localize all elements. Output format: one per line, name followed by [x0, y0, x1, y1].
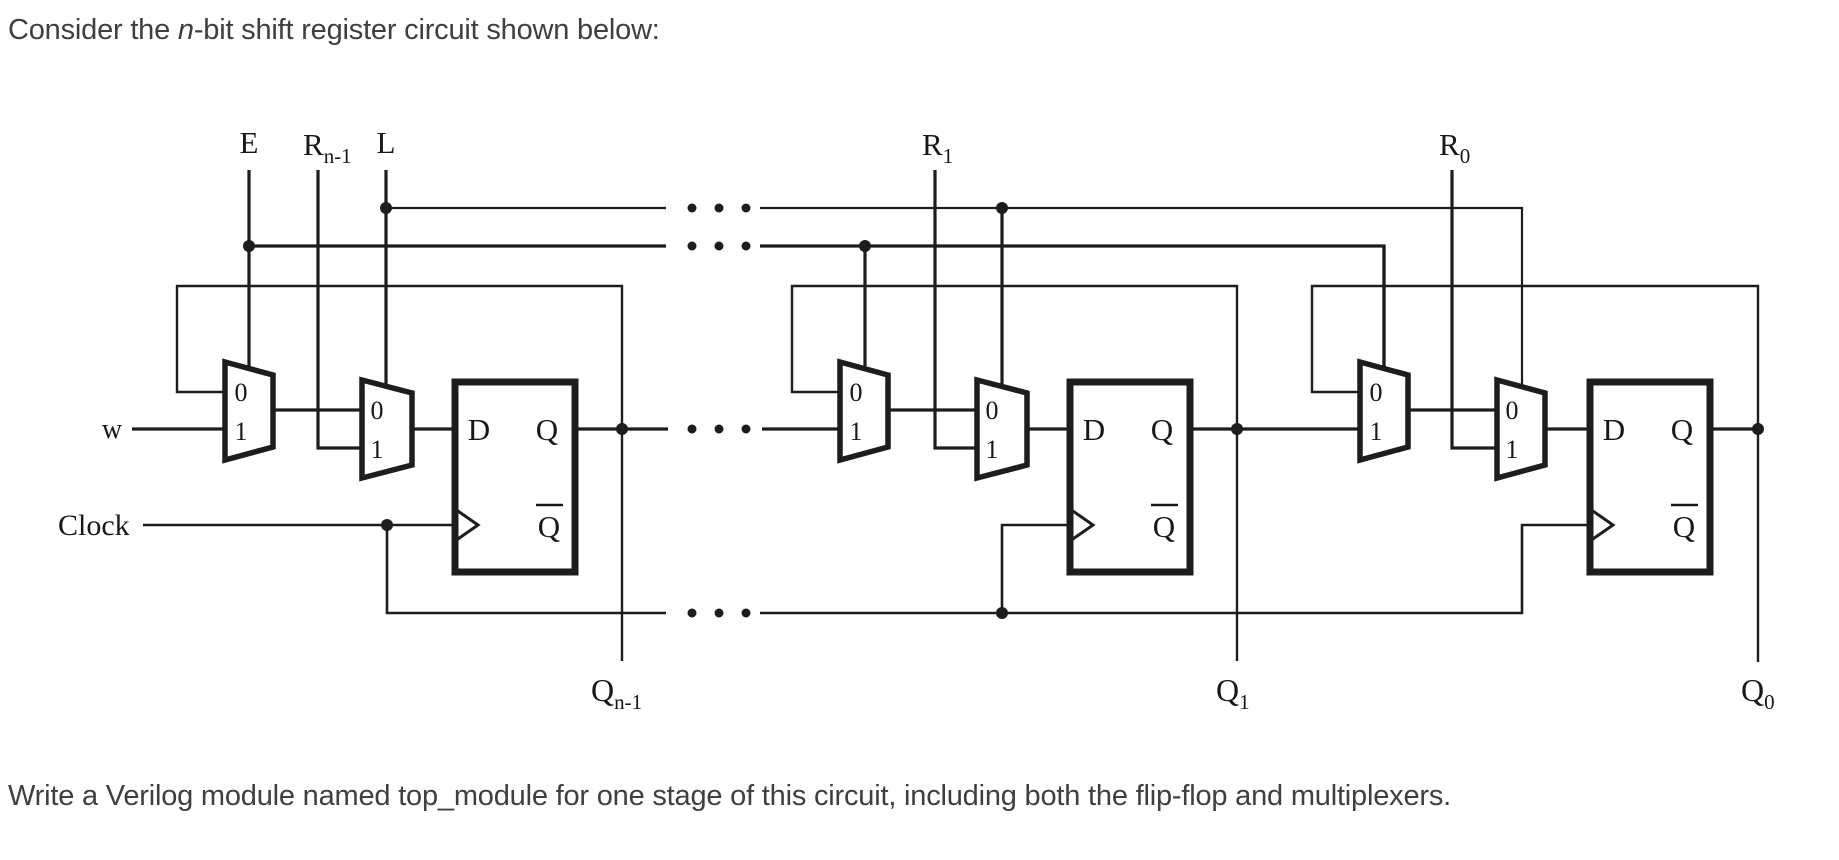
ellipsis-dot: [741, 241, 751, 251]
r-msb-label: Rn-1: [303, 127, 352, 168]
junction-dot: [1231, 423, 1243, 435]
ellipsis-dot: [714, 241, 724, 251]
ff-q-label: Q: [1671, 412, 1693, 447]
mux-input0-label: 0: [1370, 378, 1383, 407]
load-bus-wire: [386, 206, 1524, 386]
stage-0: 0 1 0 1 D Q Q Q0: [1310, 170, 1775, 714]
load-mux: [974, 376, 1030, 482]
mux-input1-label: 1: [850, 417, 863, 446]
ellipsis-dot: [687, 203, 697, 213]
junction-dot: [380, 202, 392, 214]
mux-input1-label: 1: [1370, 417, 1383, 446]
mux-input0-label: 0: [986, 396, 999, 425]
enable-bus-wire: [249, 244, 1386, 369]
q0-output-label: Q0: [1741, 672, 1775, 714]
signal-labels: E Rn-1 L R1 R0 w Clock: [58, 125, 1470, 542]
ellipsis-dot: [687, 608, 697, 618]
stage-1: 0 1 0 1 D Q Q Q1: [762, 170, 1360, 714]
load-label: L: [377, 125, 396, 160]
enable-mux: [837, 358, 891, 464]
ellipsis-dots: [687, 203, 751, 618]
enable-mux: [222, 358, 276, 464]
d-flipflop: [451, 378, 579, 576]
ff-d-label: D: [1083, 412, 1105, 447]
intro-variable-n: n: [177, 14, 194, 46]
clock-edge-icon: [454, 507, 481, 543]
ff-d-label: D: [1603, 412, 1625, 447]
parallel-input-wire: [1450, 170, 1497, 450]
stage-msb: 0 1 0 1 D Q Q Qn-1: [132, 170, 668, 714]
ellipsis-dot: [741, 608, 751, 618]
mux-input1-label: 1: [1506, 435, 1519, 464]
ellipsis-dot: [714, 424, 724, 434]
enable-mux: [1357, 358, 1411, 464]
parallel-input-wire: [933, 170, 977, 450]
ellipsis-dot: [687, 241, 697, 251]
r0-label: R0: [1439, 127, 1470, 168]
ff-qbar-label: Q: [538, 509, 560, 544]
feedback-wire: [175, 284, 624, 661]
mux-input1-label: 1: [235, 417, 248, 446]
ellipsis-dot: [741, 424, 751, 434]
q1-output-label: Q1: [1216, 672, 1250, 714]
mux-input0-label: 0: [850, 378, 863, 407]
serial-input-label: w: [102, 414, 123, 445]
ff-q-label: Q: [536, 412, 558, 447]
q-msb-output-label: Qn-1: [591, 672, 642, 714]
parallel-input-wire: [316, 170, 362, 450]
ff-qbar-label: Q: [1153, 509, 1175, 544]
r1-label: R1: [922, 127, 953, 168]
d-flipflop: [1066, 378, 1194, 576]
clock-label: Clock: [58, 509, 130, 542]
intro-suffix: -bit shift register circuit shown below:: [193, 14, 660, 46]
mux-input0-label: 0: [1506, 396, 1519, 425]
junction-dot: [243, 240, 255, 252]
junction-dot: [859, 240, 871, 252]
ellipsis-dot: [714, 608, 724, 618]
junction-dot: [381, 519, 393, 531]
clock-edge-icon: [1589, 507, 1616, 543]
feedback-wire: [1310, 284, 1760, 662]
ellipsis-dot: [714, 203, 724, 213]
intro-prefix: Consider the: [8, 14, 178, 46]
d-flipflop: [1586, 378, 1714, 576]
ff-q-label: Q: [1151, 412, 1173, 447]
question-intro: Consider the n-bit shift register circui…: [8, 14, 660, 47]
mux-input0-label: 0: [235, 378, 248, 407]
junction-dot: [996, 607, 1008, 619]
mux-input0-label: 0: [371, 396, 384, 425]
ff-d-label: D: [468, 412, 490, 447]
load-mux: [359, 376, 415, 482]
ellipsis-dot: [741, 203, 751, 213]
junction-dot: [996, 202, 1008, 214]
ff-qbar-label: Q: [1673, 509, 1695, 544]
mux-input1-label: 1: [986, 435, 999, 464]
clock-branch-wire: [1000, 523, 1070, 613]
clock-bus-wire: [143, 523, 1590, 615]
enable-label: E: [240, 125, 259, 160]
ellipsis-dot: [687, 424, 697, 434]
feedback-wire: [790, 284, 1239, 661]
junction-dot: [1752, 423, 1764, 435]
load-mux: [1494, 376, 1548, 482]
junction-dot: [616, 423, 628, 435]
clock-edge-icon: [1069, 507, 1096, 543]
mux-input1-label: 1: [371, 435, 384, 464]
question-prompt: Write a Verilog module named top_module …: [8, 780, 1451, 812]
